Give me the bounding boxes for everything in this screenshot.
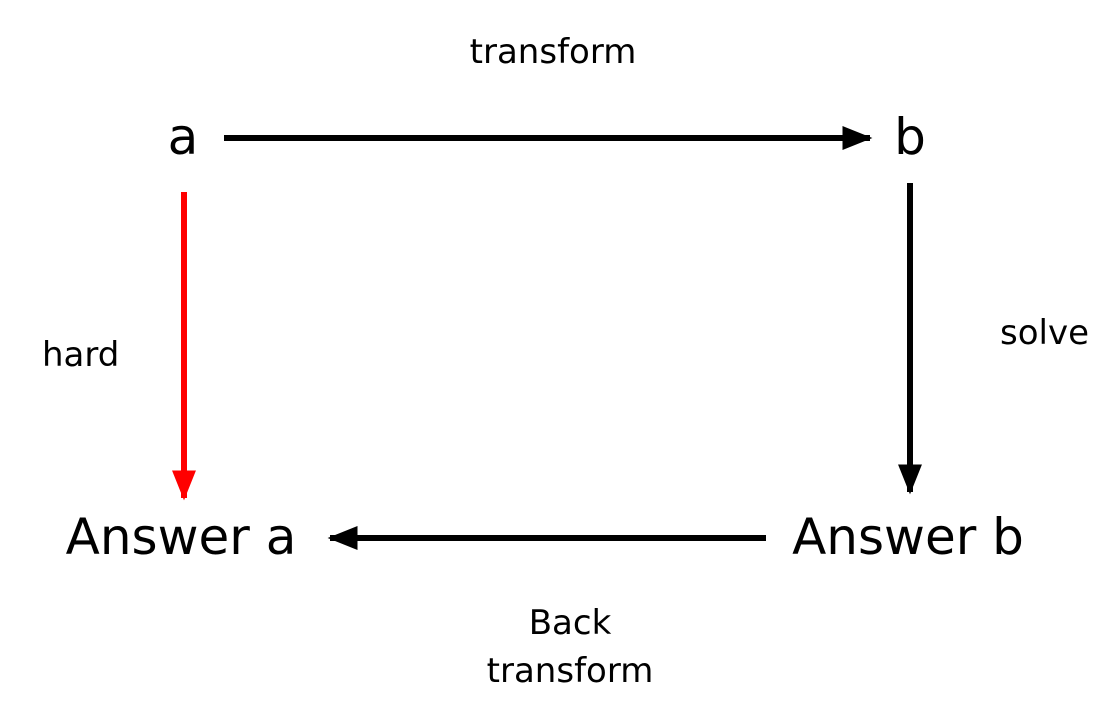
edge-label-transform: transform: [469, 32, 637, 72]
node-a: a: [167, 108, 199, 166]
edge-label-back-transform: Back transform: [487, 600, 654, 695]
edge-label-back-transform-line1: Back: [528, 603, 612, 643]
edge-label-back-transform-line2: transform: [486, 650, 654, 691]
node-answer-a: Answer a: [65, 508, 297, 566]
node-answer-b: Answer b: [792, 508, 1024, 566]
node-b: b: [894, 108, 926, 166]
edge-label-hard: hard: [42, 335, 120, 375]
edge-label-solve: solve: [1000, 313, 1090, 353]
